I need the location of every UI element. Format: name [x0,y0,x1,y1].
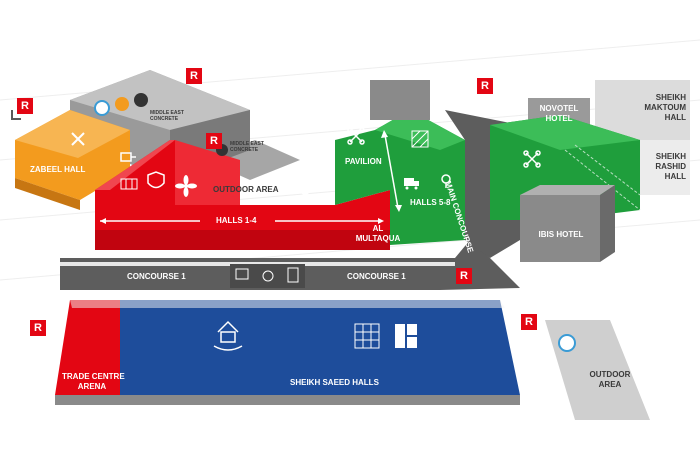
truck-icon [404,178,419,190]
calculator-icon [287,267,299,283]
halls-5-8-label: HALLS 5-8 [410,198,451,207]
concourse-icon-bar [230,264,305,288]
plug-icon [120,152,136,162]
ibis-hotel-label: IBIS HOTEL [538,230,584,239]
tape-icon [262,270,274,282]
pavilion-label: PAVILION [345,157,382,166]
zabeel-hall-label: ZABEEL HALL [30,165,86,174]
restaurant-marker: R [17,98,33,114]
hatch-pattern-icon [411,130,429,148]
ibis-hotel-building [520,185,615,262]
outdoor-area-top-label: OUTDOOR AREA [213,185,279,194]
tools-icon [71,132,85,146]
monitor-icon [235,268,249,280]
water-drop-icon [300,177,310,195]
drone-icon [347,127,365,145]
grid-window-icon [354,323,380,349]
restaurant-marker: R [477,78,493,94]
sheikh-saeed-halls-block [55,300,520,405]
house-water-icon [213,320,243,351]
restaurant-marker-bracket [11,110,21,120]
panel-icon [395,324,417,348]
lightbulb-icon [441,174,451,188]
restaurant-marker: R [30,320,46,336]
halls-5-8-arrow [381,130,402,212]
drone-icon-right [523,150,541,168]
shield-lock-icon [147,171,165,189]
solar-panel-icon [120,178,138,190]
halls-1-4-block [95,140,390,250]
halls-1-4-arrow [100,218,384,224]
restaurant-marker: R [521,314,537,330]
restaurant-marker: R [206,133,222,149]
fan-icon [175,175,197,197]
restaurant-marker: R [186,68,202,84]
sheikh-saeed-halls-label: SHEIKH SAEED HALLS [290,378,379,387]
concourse-1-left-label: CONCOURSE 1 [127,272,186,281]
restaurant-marker: R [456,268,472,284]
concourse-1-right-label: CONCOURSE 1 [347,272,406,281]
halls-1-4-label: HALLS 1-4 [216,216,257,225]
